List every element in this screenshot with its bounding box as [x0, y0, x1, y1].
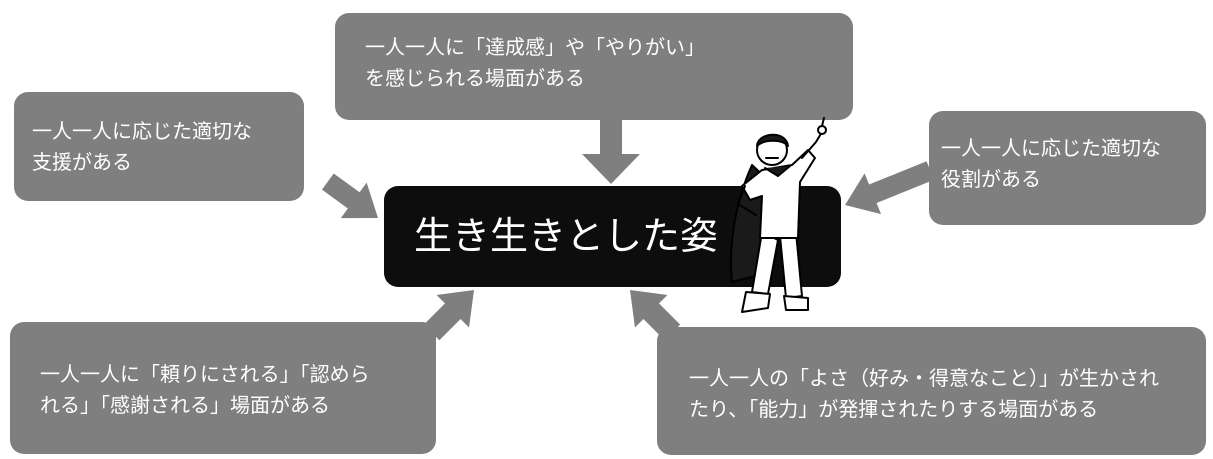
- arrow-top: [582, 120, 640, 184]
- center-label: 生き生きとした姿: [414, 214, 719, 258]
- box-role: 一人一人に応じた適切な 役割がある: [929, 111, 1206, 225]
- box-support-line1: 一人一人に応じた適切な: [32, 119, 252, 143]
- box-recognition-line2: れる」「感謝される」場面がある: [40, 393, 330, 417]
- box-role-line2: 役割がある: [941, 167, 1041, 191]
- box-strengths-line2: たり、「能力」が発揮されたりする場面がある: [689, 397, 1099, 421]
- box-recognition-line1: 一人一人に「頼りにされる」「認めら: [40, 362, 370, 386]
- box-recognition: 一人一人に「頼りにされる」「認めら れる」「感謝される」場面がある: [10, 322, 436, 454]
- box-achievement: 一人一人に「達成感」や「やりがい」 を感じられる場面がある: [335, 13, 853, 120]
- arrow-left: [321, 173, 378, 219]
- center-box: 生き生きとした姿: [384, 186, 841, 287]
- box-achievement-line2: を感じられる場面がある: [365, 66, 585, 90]
- box-strengths-line1: 一人一人の「よさ（好み・得意なこと）」が生かされ: [689, 366, 1159, 390]
- box-support-line2: 支援がある: [32, 150, 132, 174]
- arrow-right: [845, 161, 935, 215]
- box-achievement-line1: 一人一人に「達成感」や「やりがい」: [365, 35, 705, 59]
- box-support: 一人一人に応じた適切な 支援がある: [14, 92, 304, 201]
- box-strengths: 一人一人の「よさ（好み・得意なこと）」が生かされ たり、「能力」が発揮されたりす…: [657, 327, 1206, 455]
- box-role-line1: 一人一人に応じた適切な: [941, 136, 1161, 160]
